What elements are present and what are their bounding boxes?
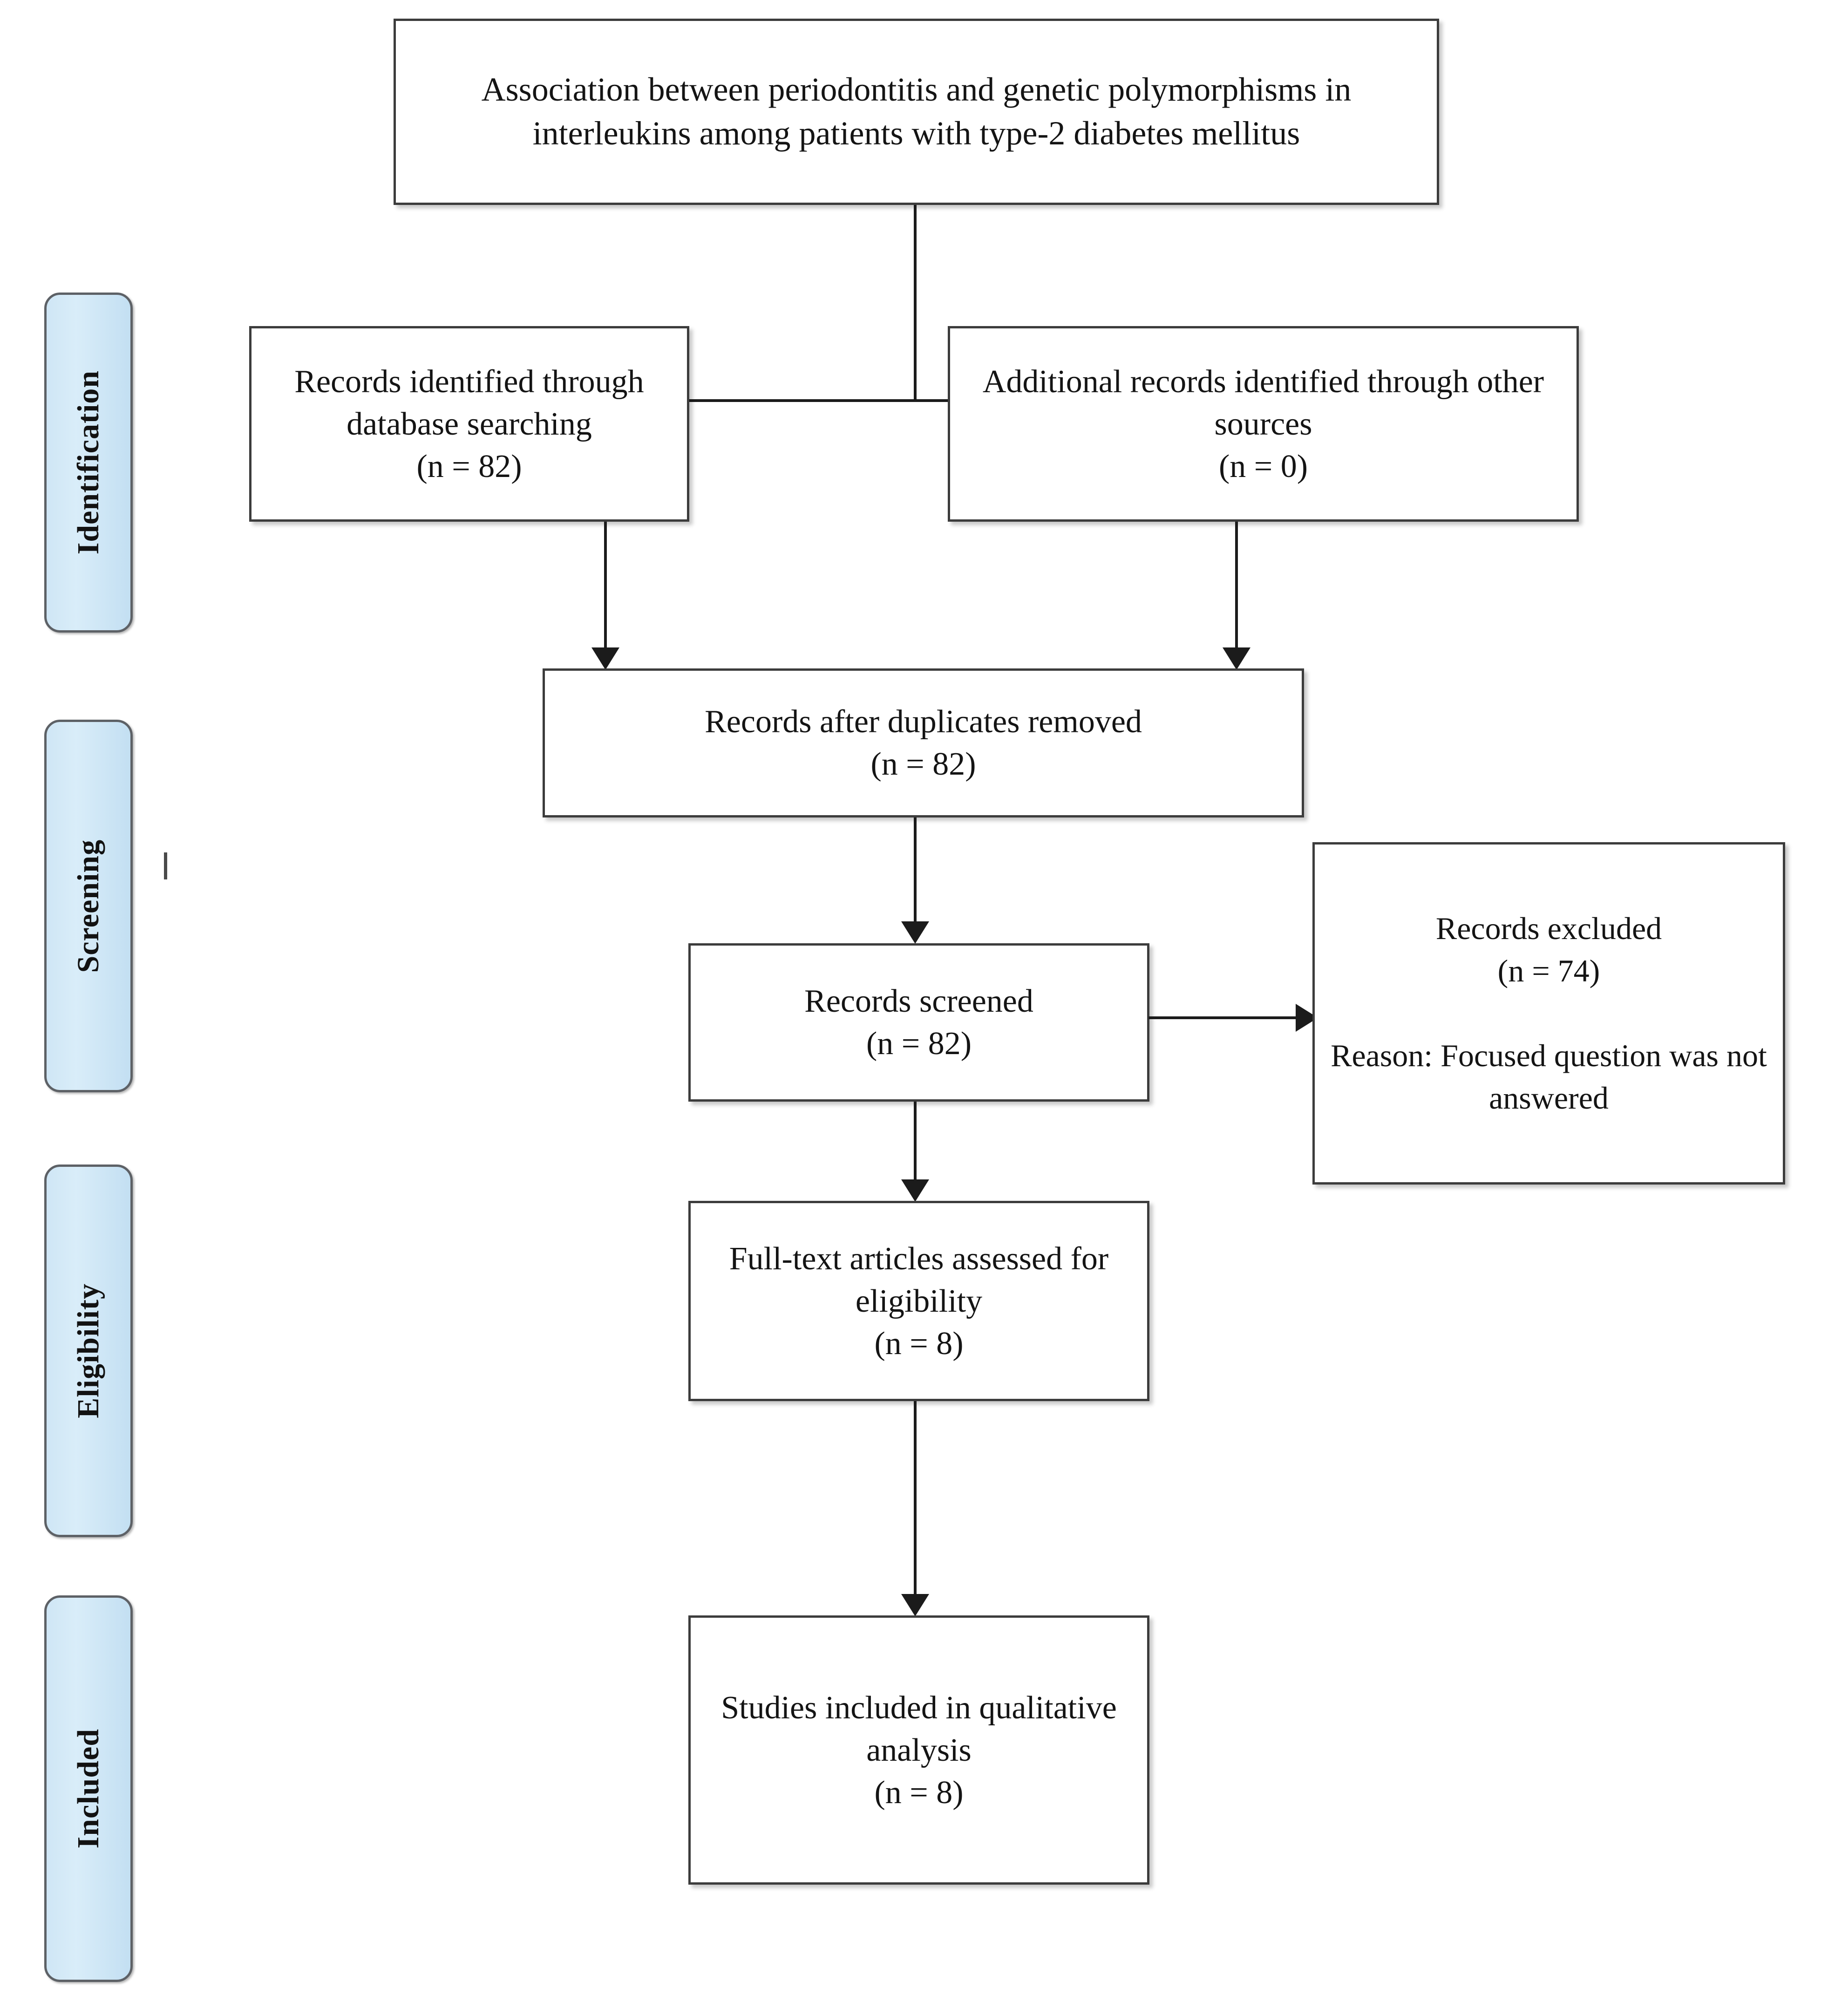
connector-screened-to-fulltext	[914, 1102, 917, 1182]
box-database-search-text: Records identified through database sear…	[294, 363, 644, 484]
stage-tab-included-label: Included	[71, 1729, 105, 1849]
stray-tick-mark	[164, 852, 167, 879]
connector-fulltext-to-included	[914, 1401, 917, 1597]
box-records-excluded: Records excluded (n = 74) Reason: Focuse…	[1312, 842, 1785, 1185]
connector-database-down	[604, 522, 607, 650]
connector-duplicates-to-screened	[914, 817, 917, 924]
box-full-text-assessed: Full-text articles assessed for eligibil…	[688, 1201, 1149, 1401]
stage-tab-identification-label: Identification	[71, 370, 105, 555]
stage-tab-screening-label: Screening	[71, 839, 105, 973]
box-duplicates-removed-text: Records after duplicates removed (n = 82…	[705, 704, 1142, 782]
stage-tab-eligibility: Eligibility	[44, 1165, 133, 1537]
box-records-screened-text: Records screened (n = 82)	[804, 983, 1033, 1062]
connector-title-stem	[914, 205, 917, 401]
connector-other-sources-down	[1235, 522, 1238, 650]
box-full-text-assessed-text: Full-text articles assessed for eligibil…	[729, 1240, 1109, 1362]
arrowhead-other-sources-down	[1223, 647, 1250, 670]
connector-screened-to-excluded	[1148, 1016, 1298, 1019]
stage-tab-eligibility-label: Eligibility	[71, 1283, 105, 1418]
box-database-search: Records identified through database sear…	[249, 326, 689, 522]
box-title-text: Association between periodontitis and ge…	[481, 71, 1352, 152]
arrowhead-database-down	[591, 647, 619, 670]
box-studies-included: Studies included in qualitative analysis…	[688, 1615, 1149, 1885]
connector-identification-bar	[688, 399, 950, 402]
box-title: Association between periodontitis and ge…	[394, 19, 1439, 205]
box-other-sources-text: Additional records identified through ot…	[982, 363, 1544, 484]
stage-tab-screening: Screening	[44, 720, 133, 1092]
box-records-screened: Records screened (n = 82)	[688, 943, 1149, 1102]
arrowhead-duplicates-to-screened	[901, 921, 929, 944]
box-records-excluded-text: Records excluded (n = 74) Reason: Focuse…	[1331, 910, 1767, 1116]
box-studies-included-text: Studies included in qualitative analysis…	[721, 1689, 1117, 1811]
stage-tab-identification: Identification	[44, 293, 133, 633]
stage-tab-included: Included	[44, 1595, 133, 1982]
box-duplicates-removed: Records after duplicates removed (n = 82…	[543, 668, 1304, 817]
arrowhead-fulltext-to-included	[901, 1594, 929, 1616]
box-other-sources: Additional records identified through ot…	[948, 326, 1579, 522]
arrowhead-screened-to-fulltext	[901, 1179, 929, 1202]
